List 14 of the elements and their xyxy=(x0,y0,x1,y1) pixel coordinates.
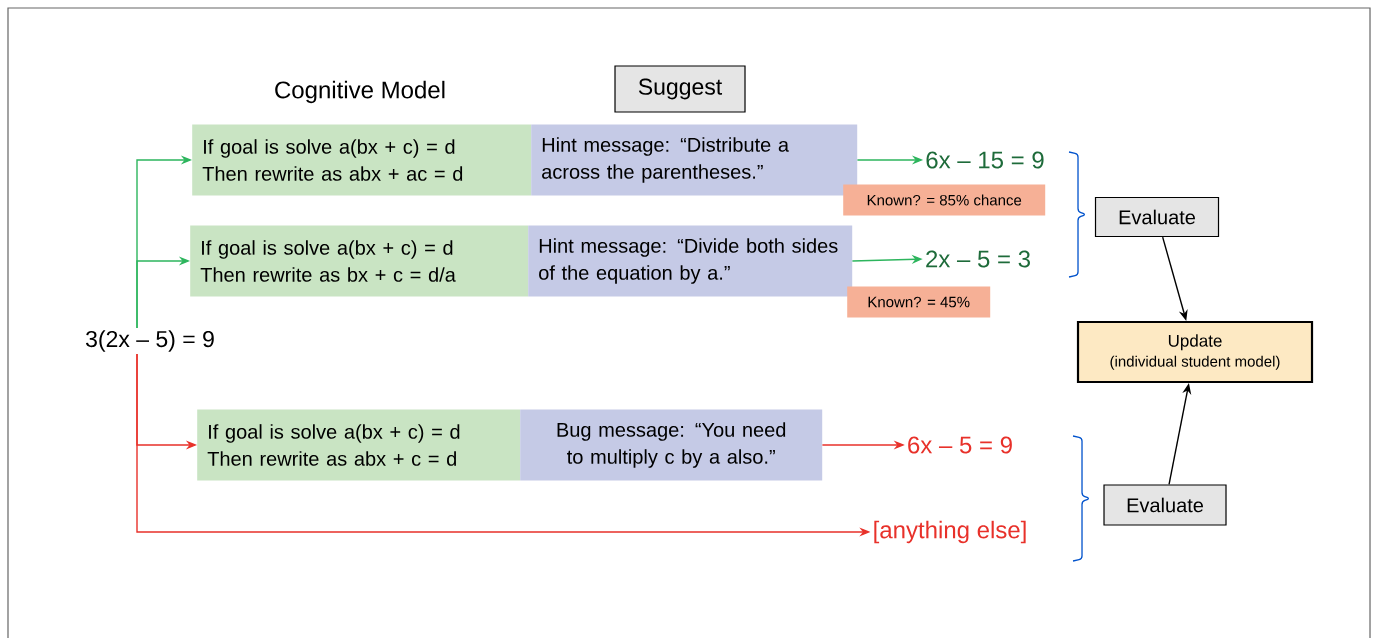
result-text: 6x – 15 = 9 xyxy=(926,151,1044,169)
hint-box: Bug message: “You need to multiply c by a also.” xyxy=(520,409,823,481)
evaluate-box: Evaluate xyxy=(1103,484,1227,526)
result-text: 6x – 5 = 9 xyxy=(908,436,1012,454)
result-text: 2x – 5 = 3 xyxy=(926,250,1030,268)
update-box: Update (individual student model) xyxy=(1076,320,1314,384)
hint-box: Hint message: “Divide both sides of the equation by a.” xyxy=(528,225,853,297)
equation-text: 3(2x – 5) = 9 xyxy=(86,330,214,352)
probability-box: Known? = 85% chance xyxy=(843,184,1046,216)
probability-box: Known? = 45% xyxy=(847,286,991,318)
hint-box: Hint message: “Distribute a across the parentheses.” xyxy=(531,124,858,196)
result-text: [anything else] xyxy=(874,520,1026,544)
evaluate-box: Evaluate xyxy=(1094,196,1220,238)
suggest-box: Suggest xyxy=(614,65,746,113)
